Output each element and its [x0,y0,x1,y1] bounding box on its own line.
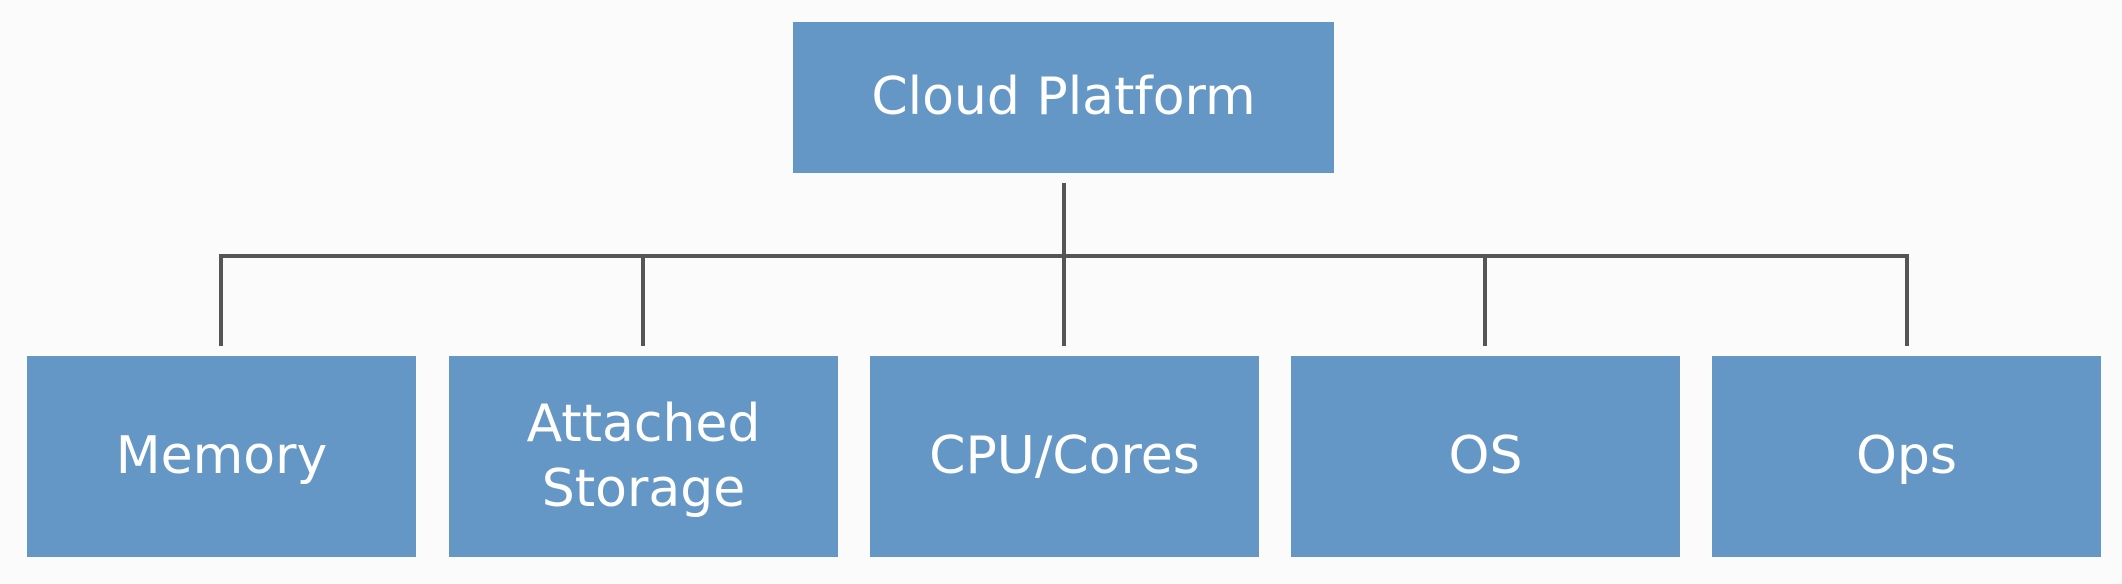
root-node-label: Cloud Platform [871,67,1256,127]
child-node-label: Memory [115,426,328,486]
child-node-os: OS [1291,356,1680,557]
child-node-label: CPU/Cores [929,426,1200,486]
child-node-label: OS [1448,426,1523,486]
root-node-cloud-platform: Cloud Platform [793,22,1334,173]
child-node-label: Ops [1855,426,1958,486]
child-node-cpu-cores: CPU/Cores [870,356,1259,557]
child-node-ops: Ops [1712,356,2101,557]
child-node-memory: Memory [27,356,416,557]
child-node-attached-storage: Attached Storage [449,356,838,557]
child-node-label: Attached Storage [526,393,761,519]
